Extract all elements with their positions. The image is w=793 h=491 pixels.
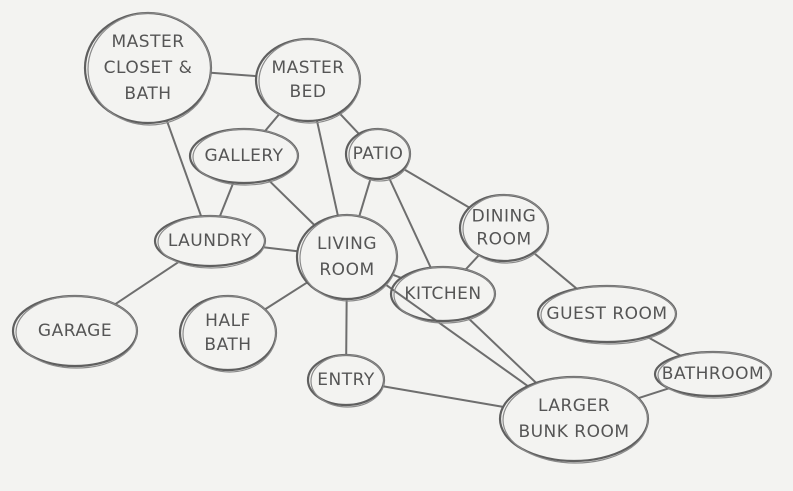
room-bubble-sketch-stroke — [87, 12, 212, 126]
room-master-closet-bath: MASTER CLOSET & BATH — [83, 11, 213, 126]
room-label-gallery-line-1: GALLERY — [204, 146, 283, 166]
room-bathroom: BATHROOM — [653, 350, 773, 399]
room-bubble-sketch-stroke — [192, 128, 299, 186]
room-bubbles: MASTER CLOSET & BATH MASTER BED GALLERY PATIO L… — [11, 11, 773, 464]
connection-gallery-to-living-room — [267, 179, 316, 227]
connection-master-bed-to-living-room — [315, 119, 339, 217]
room-bubble-sketch-stroke — [258, 38, 361, 124]
room-patio: PATIO — [344, 127, 412, 182]
room-larger-bunk-room: LARGER BUNK ROOM — [498, 375, 650, 464]
room-label-living-room-line-2: ROOM — [319, 260, 374, 280]
connection-laundry-to-garage — [114, 260, 181, 306]
room-label-entry-line-1: ENTRY — [317, 370, 375, 390]
room-label-master-bed-line-2: BED — [290, 82, 327, 102]
room-label-laundry-line-1: LAUNDRY — [168, 231, 252, 251]
room-bubble-sketch-stroke — [657, 351, 772, 399]
room-label-half-bath-line-1: HALF — [205, 311, 251, 331]
room-bubble-sketch-stroke — [157, 215, 266, 269]
connection-gallery-to-laundry — [218, 181, 235, 218]
room-bubble-sketch-stroke — [462, 194, 549, 264]
room-label-master-bed-line-1: MASTER — [271, 58, 344, 78]
connection-patio-to-dining-room — [402, 168, 471, 209]
connection-patio-to-living-room — [358, 177, 372, 218]
connection-dining-room-to-kitchen — [464, 254, 480, 271]
room-bubble-sketch-stroke — [310, 354, 385, 408]
room-label-dining-room-line-2: ROOM — [476, 230, 531, 250]
connection-master-closet-bath-to-laundry — [165, 119, 203, 218]
room-bubble-sketch-stroke — [15, 295, 138, 369]
room-label-bathroom-line-1: BATHROOM — [662, 364, 764, 384]
room-label-larger-bunk-room-line-2: BUNK ROOM — [518, 422, 629, 442]
room-living-room: LIVING ROOM — [295, 213, 399, 302]
room-guest-room: GUEST ROOM — [536, 284, 678, 345]
connection-master-bed-to-gallery — [263, 113, 281, 133]
connection-lines — [114, 71, 682, 408]
connection-living-room-to-kitchen — [391, 273, 403, 279]
room-label-kitchen-line-1: KITCHEN — [404, 284, 481, 304]
room-label-garage-line-1: GARAGE — [38, 321, 112, 341]
room-half-bath: HALF BATH — [178, 294, 278, 373]
room-bubble-sketch-stroke — [182, 295, 277, 373]
room-label-master-closet-bath-line-2: CLOSET & — [104, 58, 193, 78]
room-gallery: GALLERY — [188, 127, 300, 186]
room-bubble-sketch-stroke — [393, 266, 496, 324]
room-label-dining-room-line-1: DINING — [472, 207, 537, 227]
room-label-guest-room-line-1: GUEST ROOM — [546, 304, 667, 324]
connection-dining-room-to-guest-room — [532, 251, 578, 290]
room-garage: GARAGE — [11, 294, 139, 369]
room-label-larger-bunk-room-line-1: LARGER — [538, 396, 610, 416]
room-laundry: LAUNDRY — [153, 214, 267, 269]
connection-master-closet-bath-to-master-bed — [209, 71, 258, 78]
room-bubble-sketch-stroke — [502, 376, 649, 464]
room-bubble-sketch-stroke — [540, 285, 677, 345]
connection-master-bed-to-patio — [338, 111, 360, 135]
room-entry: ENTRY — [306, 353, 386, 408]
connection-patio-to-kitchen — [387, 176, 432, 269]
room-label-master-closet-bath-line-1: MASTER — [111, 32, 184, 52]
room-master-bed: MASTER BED — [254, 37, 362, 124]
connection-kitchen-to-larger-bunk-room — [466, 316, 538, 384]
room-label-living-room-line-1: LIVING — [317, 234, 377, 254]
room-label-patio-line-1: PATIO — [353, 144, 404, 164]
room-kitchen: KITCHEN — [389, 265, 497, 324]
room-label-half-bath-line-2: BATH — [204, 335, 251, 355]
connection-laundry-to-living-room — [262, 246, 299, 253]
connection-living-room-to-half-bath — [263, 281, 309, 311]
room-bubble-sketch-stroke — [299, 214, 398, 302]
room-bubble-sketch-stroke — [348, 128, 411, 182]
connection-guest-room-to-bathroom — [646, 335, 682, 357]
connection-living-room-to-larger-bunk-room — [384, 283, 529, 388]
room-dining-room: DINING ROOM — [458, 193, 550, 264]
room-label-master-closet-bath-line-3: BATH — [124, 84, 171, 104]
connection-bathroom-to-larger-bunk-room — [637, 387, 670, 400]
connection-entry-to-larger-bunk-room — [381, 385, 505, 408]
